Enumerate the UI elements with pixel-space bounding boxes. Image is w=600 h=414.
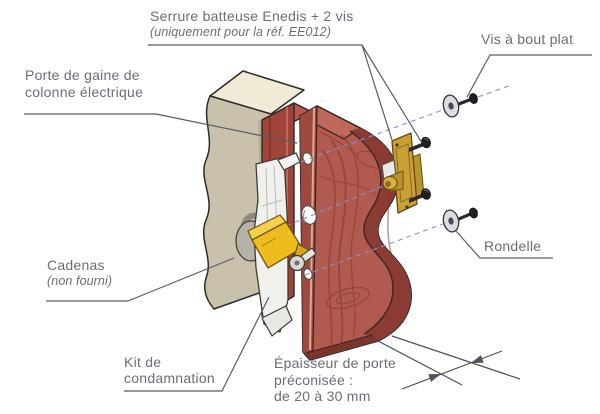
label-porte-line1: Porte de gaine de [25, 67, 140, 83]
leader-serrure [148, 44, 423, 144]
leader-porte [24, 113, 298, 144]
screw-shaft [409, 193, 424, 203]
screw-head [421, 188, 431, 200]
dimension-arrow-right [471, 355, 484, 363]
washer-screw-bottom [442, 207, 478, 233]
washer-hole [448, 217, 454, 225]
screw-shaft [409, 142, 424, 152]
leader-cadenas [46, 257, 235, 302]
label-epaisseur: Épaisseur de porte préconisée : de 20 à … [274, 355, 396, 405]
lock-barrel-knob [385, 181, 391, 187]
label-cadenas-note: (non fourni) [47, 274, 113, 288]
axis-middle [285, 183, 389, 227]
extension-line-back [391, 335, 521, 380]
label-serrure: Serrure batteuse Enedis + 2 vis (uniquem… [150, 8, 353, 40]
lock-screw-hole-top [395, 143, 399, 147]
door-edge-line [312, 105, 318, 352]
label-epaisseur-line3: de 20 à 30 mm [274, 388, 371, 404]
label-rondelle-text: Rondelle [484, 238, 542, 254]
label-kit-line1: Kit de [124, 354, 162, 370]
extension-line-front [377, 340, 463, 386]
flat-screw-head [469, 93, 478, 104]
label-kit-line2: condamnation [124, 370, 215, 386]
door-edge-highlight [309, 107, 315, 351]
key-hole [294, 260, 300, 266]
thickness-dimension [377, 335, 521, 390]
label-cadenas: Cadenas (non fourni) [47, 257, 112, 289]
cam-lock [381, 132, 431, 214]
label-epaisseur-line2: préconisée : [274, 371, 354, 388]
label-porte-line2: colonne électrique [25, 84, 144, 100]
washer-hole [448, 102, 454, 110]
label-vis-bout-plat-text: Vis à bout plat [481, 31, 574, 47]
label-serrure-title: Serrure batteuse Enedis + 2 vis [150, 8, 354, 24]
leader-lines [24, 44, 592, 392]
screw-highlight [423, 138, 429, 142]
washer-screw-top [442, 93, 478, 118]
label-cadenas-title: Cadenas [47, 257, 105, 273]
lock-screw-hole-bottom [405, 205, 409, 209]
label-kit-condamnation: Kit de condamnation [124, 354, 215, 386]
dimension-arrow-left [428, 374, 441, 382]
label-epaisseur-line1: Épaisseur de porte [274, 355, 397, 371]
label-porte-gaine: Porte de gaine de colonne électrique [25, 67, 143, 101]
door-bottom-line [305, 334, 373, 354]
screw-highlight [423, 189, 429, 193]
flat-screw-shaft [457, 97, 471, 107]
hole-top [302, 152, 313, 165]
door-bottom-edge [306, 335, 378, 360]
screw-head [421, 136, 431, 149]
flat-screw-head [469, 207, 478, 219]
kit-fold-line [261, 237, 277, 247]
latch-mechanism [235, 152, 317, 337]
latch-foot [261, 305, 293, 337]
hole-shadow [302, 209, 306, 223]
dimension-line [401, 350, 503, 390]
latch-top-tab [277, 152, 301, 171]
label-serrure-note: (uniquement pour la réf. EE012) [150, 25, 331, 39]
lock-screws [409, 136, 431, 203]
leader-rondelle [455, 230, 553, 259]
flat-screw-shaft [457, 212, 471, 222]
leader-kit [124, 296, 270, 392]
leader-vis [466, 54, 592, 98]
label-vis-bout-plat: Vis à bout plat [481, 31, 573, 48]
label-rondelle: Rondelle [484, 238, 541, 255]
door-inner-curve [349, 130, 394, 335]
